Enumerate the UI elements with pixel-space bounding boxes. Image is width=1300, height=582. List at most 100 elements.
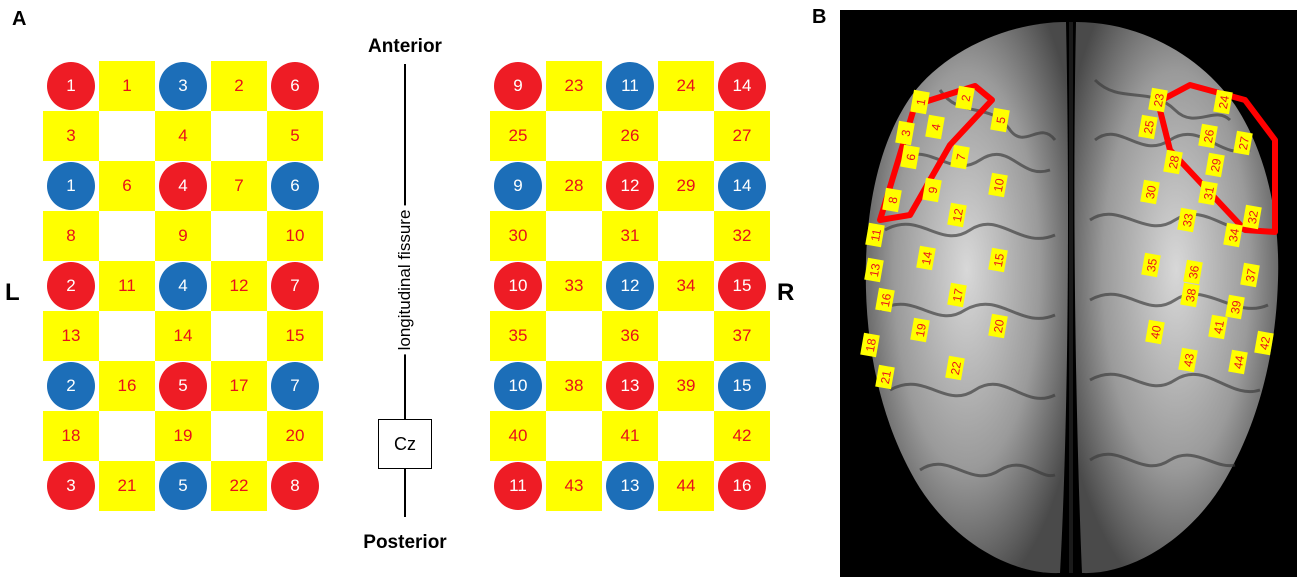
left-channel-cell: 16 (99, 361, 155, 411)
brain-channel-label: 14 (916, 245, 936, 271)
right-source-optode: 9 (494, 62, 542, 110)
right-detector-optode: 13 (606, 462, 654, 510)
right-channel-cell: 32 (714, 211, 770, 261)
brain-channel-label: 38 (1180, 282, 1200, 308)
left-detector-optode: 4 (159, 262, 207, 310)
brain-channel-number: 2 (959, 93, 974, 102)
brain-channel-label: 42 (1254, 330, 1274, 356)
brain-channel-box (1213, 89, 1233, 115)
brain-channel-number: 33 (1180, 212, 1196, 228)
brain-channel-label: 3 (895, 120, 915, 146)
left-channel-cell: 6 (99, 161, 155, 211)
brain-channel-label: 39 (1225, 294, 1245, 320)
brain-channel-label: 19 (910, 317, 930, 343)
brain-channel-number: 32 (1245, 209, 1261, 225)
brain-channel-label: 13 (864, 257, 884, 283)
left-channel-cell: 19 (155, 411, 211, 461)
brain-channel-box (988, 313, 1008, 339)
right-channel-cell: 41 (602, 411, 658, 461)
right-roi-outline (1155, 82, 1278, 235)
longitudinal-fissure-label: longitudinal fissure (395, 205, 415, 355)
left-channel-cell: 17 (211, 361, 267, 411)
brain-channel-box (950, 144, 970, 170)
brain-channel-label: 29 (1205, 152, 1225, 178)
brain-channel-label: 18 (860, 332, 880, 358)
right-channel-cell: 27 (714, 111, 770, 161)
brain-channel-number: 20 (991, 318, 1007, 334)
brain-channel-box (988, 247, 1008, 273)
left-hemisphere-label: L (5, 279, 20, 306)
brain-channel-label: 10 (988, 172, 1008, 198)
left-channel-cell: 4 (155, 111, 211, 161)
brain-channel-box (1140, 179, 1160, 205)
brain-channel-number: 10 (991, 177, 1007, 193)
left-channel-cell: 9 (155, 211, 211, 261)
left-source-optode: 2 (47, 262, 95, 310)
brain-channel-label: 33 (1177, 207, 1197, 233)
brain-channel-box (925, 114, 945, 140)
brain-channel-label: 30 (1140, 179, 1160, 205)
brain-channel-label: 5 (990, 107, 1010, 133)
brain-channel-box (882, 187, 902, 213)
left-source-optode: 8 (271, 462, 319, 510)
left-channel-cell: 11 (99, 261, 155, 311)
brain-channel-number: 38 (1183, 287, 1199, 303)
posterior-label: Posterior (363, 532, 447, 553)
right-detector-optode: 11 (606, 62, 654, 110)
brain-channel-label: 41 (1208, 314, 1228, 340)
right-channel-cell: 44 (658, 461, 714, 511)
left-detector-optode: 6 (271, 162, 319, 210)
left-channel-cell: 3 (43, 111, 99, 161)
brain-channel-box (1198, 180, 1218, 206)
right-detector-optode: 15 (718, 362, 766, 410)
brain-channel-box (900, 144, 920, 170)
right-detector-optode: 10 (494, 362, 542, 410)
right-source-optode: 11 (494, 462, 542, 510)
left-channel-cell: 12 (211, 261, 267, 311)
brain-channel-label: 35 (1141, 252, 1161, 278)
right-channel-cell: 40 (490, 411, 546, 461)
right-channel-cell: 31 (602, 211, 658, 261)
brain-channel-box (955, 85, 975, 111)
cz-reference-box: Cz (378, 419, 432, 469)
brain-channel-number: 1 (914, 97, 929, 106)
brain-channel-box (910, 317, 930, 343)
brain-channel-box (1148, 87, 1168, 113)
brain-channel-label: 26 (1198, 123, 1218, 149)
brain-channel-box (1254, 330, 1274, 356)
right-channel-cell: 42 (714, 411, 770, 461)
brain-channel-number: 35 (1144, 257, 1160, 273)
right-source-optode: 14 (718, 62, 766, 110)
left-detector-optode: 2 (47, 362, 95, 410)
panel-a-letter: A (12, 8, 27, 30)
brain-channel-box (1145, 319, 1165, 345)
brain-channel-box (990, 107, 1010, 133)
right-channel-cell: 35 (490, 311, 546, 361)
right-channel-cell: 25 (490, 111, 546, 161)
brain-channel-number: 27 (1236, 135, 1252, 151)
right-source-optode: 16 (718, 462, 766, 510)
brain-channel-number: 31 (1201, 185, 1217, 201)
brain-channel-number: 30 (1143, 184, 1159, 200)
brain-channel-number: 41 (1211, 319, 1227, 335)
brain-channel-box (1183, 259, 1203, 285)
right-detector-optode: 14 (718, 162, 766, 210)
brain-channel-number: 28 (1166, 154, 1182, 170)
brain-channel-number: 36 (1186, 264, 1202, 280)
brain-channel-number: 26 (1201, 128, 1217, 144)
brain-channel-number: 23 (1151, 92, 1167, 108)
brain-channel-box (1233, 130, 1253, 156)
brain-channel-number: 3 (899, 128, 914, 137)
brain-channel-box (1208, 314, 1228, 340)
brain-channel-label: 28 (1163, 149, 1183, 175)
left-detector-optode: 7 (271, 362, 319, 410)
brain-channel-label: 40 (1145, 319, 1165, 345)
left-channel-cell: 1 (99, 61, 155, 111)
brain-channel-number: 15 (991, 252, 1007, 268)
brain-channel-label: 7 (950, 144, 970, 170)
right-hemisphere-label: R (777, 279, 795, 306)
left-channel-cell: 8 (43, 211, 99, 261)
brain-channel-box (916, 245, 936, 271)
brain-channel-number: 21 (878, 369, 894, 385)
brain-channel-label: 6 (900, 144, 920, 170)
